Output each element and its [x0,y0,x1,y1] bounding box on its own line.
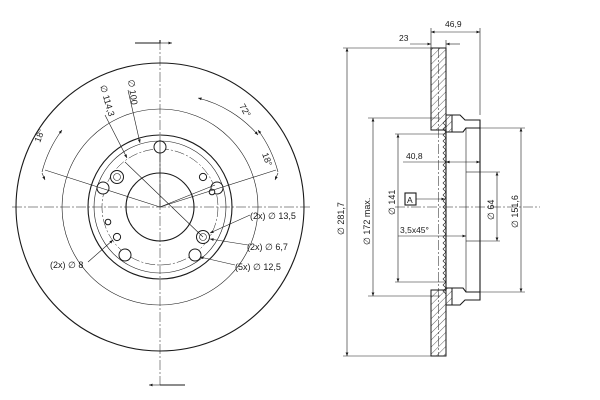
hat-outer [87,134,233,280]
label-23: 23 [399,33,409,43]
hole-6-7-a [104,218,112,226]
label-d151-6: ∅ 151,6 [510,195,520,228]
label-d281-7: ∅ 281,7 [336,202,346,235]
label-holes-6-7: (2x) ∅ 6,7 [247,242,288,252]
bolt-hole-3 [188,248,202,262]
leader-holes-13-5 [209,214,251,234]
label-d64: ∅ 64 [486,200,496,220]
hat-wall-hatch-top [445,114,453,133]
section-mark-top [135,40,161,44]
tick-18-right [274,172,279,181]
label-holes-8: (2x) ∅ 8 [50,260,83,270]
label-holes-13-5: (2x) ∅ 13,5 [250,211,296,221]
label-18-deg-right: 18° [260,151,274,168]
bolt-hole-4 [118,248,132,262]
leader-holes-8 [87,239,114,263]
hole-13-5-a-inner [199,233,207,241]
hole-8-a [112,232,122,242]
bolt-hole-5 [96,181,110,195]
label-d141: ∅ 141 [387,190,397,215]
hole-8-b [198,172,208,182]
hat-profile-top [446,114,481,133]
radial-line-18-left [44,169,161,208]
label-d114-3: ∅ 114,3 [98,84,116,118]
tick-18-left [41,172,46,181]
disc-outer-edge [15,62,305,352]
hat-wall-hatch-bottom [445,287,453,306]
front-view: ∅ 114,3 ∅ 100 72° 18° 18° (2x) ∅ 13,5 (2… [12,40,310,387]
angle-arc-18-left [41,129,63,173]
angle-arc-18-right [257,129,279,173]
radial-line-72-a [159,184,216,208]
label-datum-a: A [407,195,413,205]
label-46-9: 46,9 [445,19,462,29]
label-d100: ∅ 100 [126,79,139,106]
radial-line-18-right [159,169,277,208]
hole-13-5-b-inner [113,173,121,181]
side-view: 23 46,9 ∅ 281,7 ∅ 172 max. ∅ 141 ∅ 151,6… [336,19,540,357]
leader-d114 [104,114,128,159]
leader-d100 [127,89,141,144]
label-18-deg-left: 18° [32,127,46,144]
hat-profile-bottom [446,287,481,306]
label-72-deg: 72° [237,102,253,119]
leader-holes-12-5 [199,256,236,266]
label-holes-12-5: (5x) ∅ 12,5 [235,262,281,272]
label-chamfer: 3,5x45° [400,225,429,235]
angle-arc-72 [197,97,259,136]
hole-13-5-b [110,170,124,184]
label-d172-max: ∅ 172 max. [362,198,372,245]
leader-13-5 [124,161,204,238]
friction-ring-inner [61,108,259,306]
leader-holes-6-7 [209,238,249,246]
auxiliary-holes [104,170,216,244]
label-40-8: 40,8 [406,151,423,161]
